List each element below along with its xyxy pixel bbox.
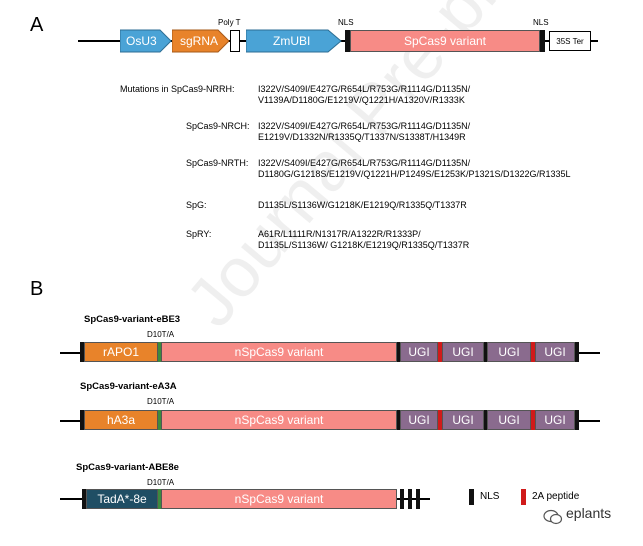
- nls-bar: [397, 342, 400, 362]
- poly-t-box: [230, 30, 240, 52]
- 2a-peptide-mark: [531, 410, 535, 430]
- ter-box: 35S Ter: [549, 31, 591, 51]
- nls-right-label: NLS: [533, 18, 549, 27]
- zmubi-label: ZmUBI: [273, 34, 311, 48]
- ugi-box: UGI: [400, 342, 438, 362]
- mutation-line: E1219V/D1332N/R1335Q/T1337N/S1338T/H1349…: [258, 132, 466, 142]
- ugi-box: UGI: [400, 410, 438, 430]
- nls-bar: [416, 489, 420, 509]
- logo-text: eplants: [566, 505, 612, 521]
- deaminase-box: TadA*-8e: [86, 489, 158, 509]
- mutation-line: V1139A/D1180G/E1219V/Q1221H/A1320V/R1333…: [258, 95, 465, 105]
- panel-label-a: A: [30, 14, 44, 36]
- deaminase-box: rAPO1: [84, 342, 158, 362]
- mutation-line: D1135L/S1136W/G1218K/E1219Q/R1335Q/T1337…: [258, 200, 467, 210]
- poly-t-label: Poly T: [218, 18, 241, 27]
- mutation-line: I322V/S409I/E427G/R654L/R753G/R1114G/D11…: [258, 84, 471, 94]
- ugi-box: UGI: [442, 342, 484, 362]
- mutation-line: I322V/S409I/E427G/R654L/R753G/R1114G/D11…: [258, 158, 471, 168]
- nls-right-bar: [540, 30, 545, 52]
- ugi-box: UGI: [535, 342, 575, 362]
- ugi-box: UGI: [487, 410, 531, 430]
- nspcas9-box: nSpCas9 variant: [161, 342, 397, 362]
- legend-2a-label: 2A peptide: [532, 491, 580, 502]
- 2a-peptide-mark: [531, 342, 535, 362]
- nspcas9-box: nSpCas9 variant: [161, 489, 397, 509]
- nls-bar: [484, 410, 487, 430]
- nspcas9-box: nSpCas9 variant: [161, 410, 397, 430]
- ugi-box: UGI: [487, 342, 531, 362]
- mutation-d10-label: D10T/A: [147, 330, 175, 339]
- mutation-d10-label: D10T/A: [147, 397, 175, 406]
- spcas9-variant-box: SpCas9 variant: [350, 30, 540, 52]
- sgrna-arrow: [172, 29, 230, 53]
- nls-bar: [575, 342, 579, 362]
- osu3-label: OsU3: [126, 34, 157, 48]
- panel-label-b: B: [30, 278, 44, 300]
- ugi-box: UGI: [442, 410, 484, 430]
- construct-title: SpCas9-variant-ABE8e: [76, 462, 179, 473]
- mutation-name-nrrh: Mutations in SpCas9-NRRH:: [120, 84, 235, 94]
- legend-2a-swatch: [521, 489, 526, 505]
- nls-left-label: NLS: [338, 18, 354, 27]
- legend-nls-label: NLS: [480, 491, 500, 502]
- d10-mutation-mark: [158, 410, 161, 430]
- osu3-arrow: [120, 29, 172, 53]
- nls-bar: [575, 410, 579, 430]
- construct-title: SpCas9-variant-eA3A: [80, 381, 177, 392]
- sgrna-label: sgRNA: [180, 34, 219, 48]
- mutation-name-nrch: SpCas9-NRCH:: [186, 121, 250, 131]
- mutation-line: D1135L/S1136W/ G1218K/E1219Q/R1335Q/T133…: [258, 240, 470, 250]
- construct-title: SpCas9-variant-eBE3: [84, 314, 181, 325]
- nls-bar: [400, 489, 404, 509]
- zmubi-arrow: [246, 29, 342, 53]
- nls-bar: [484, 342, 487, 362]
- mutation-name-spg: SpG:: [186, 200, 207, 210]
- mutation-line: A61R/L1111R/N1317R/A1322R/R1333P/: [258, 229, 421, 239]
- ugi-box: UGI: [535, 410, 575, 430]
- mutation-line: I322V/S409I/E427G/R654L/R753G/R1114G/D11…: [258, 121, 471, 131]
- nls-bar: [82, 489, 86, 509]
- mutation-name-spry: SpRY:: [186, 229, 212, 239]
- d10-mutation-mark: [158, 489, 161, 509]
- deaminase-box: hA3a: [84, 410, 158, 430]
- wechat-icon: [543, 509, 563, 525]
- nls-bar: [397, 410, 400, 430]
- nls-bar: [408, 489, 412, 509]
- d10-mutation-mark: [158, 342, 161, 362]
- nls-bar: [80, 410, 84, 430]
- nls-left-bar: [345, 30, 350, 52]
- mutation-line: D1180G/G1218S/E1219V/Q1221H/P1249S/E1253…: [258, 169, 571, 179]
- mutation-d10-label: D10T/A: [147, 478, 175, 487]
- 2a-peptide-mark: [438, 410, 442, 430]
- 2a-peptide-mark: [438, 342, 442, 362]
- nls-bar: [80, 342, 84, 362]
- legend-nls-swatch: [469, 489, 474, 505]
- mutation-name-nrth: SpCas9-NRTH:: [186, 158, 249, 168]
